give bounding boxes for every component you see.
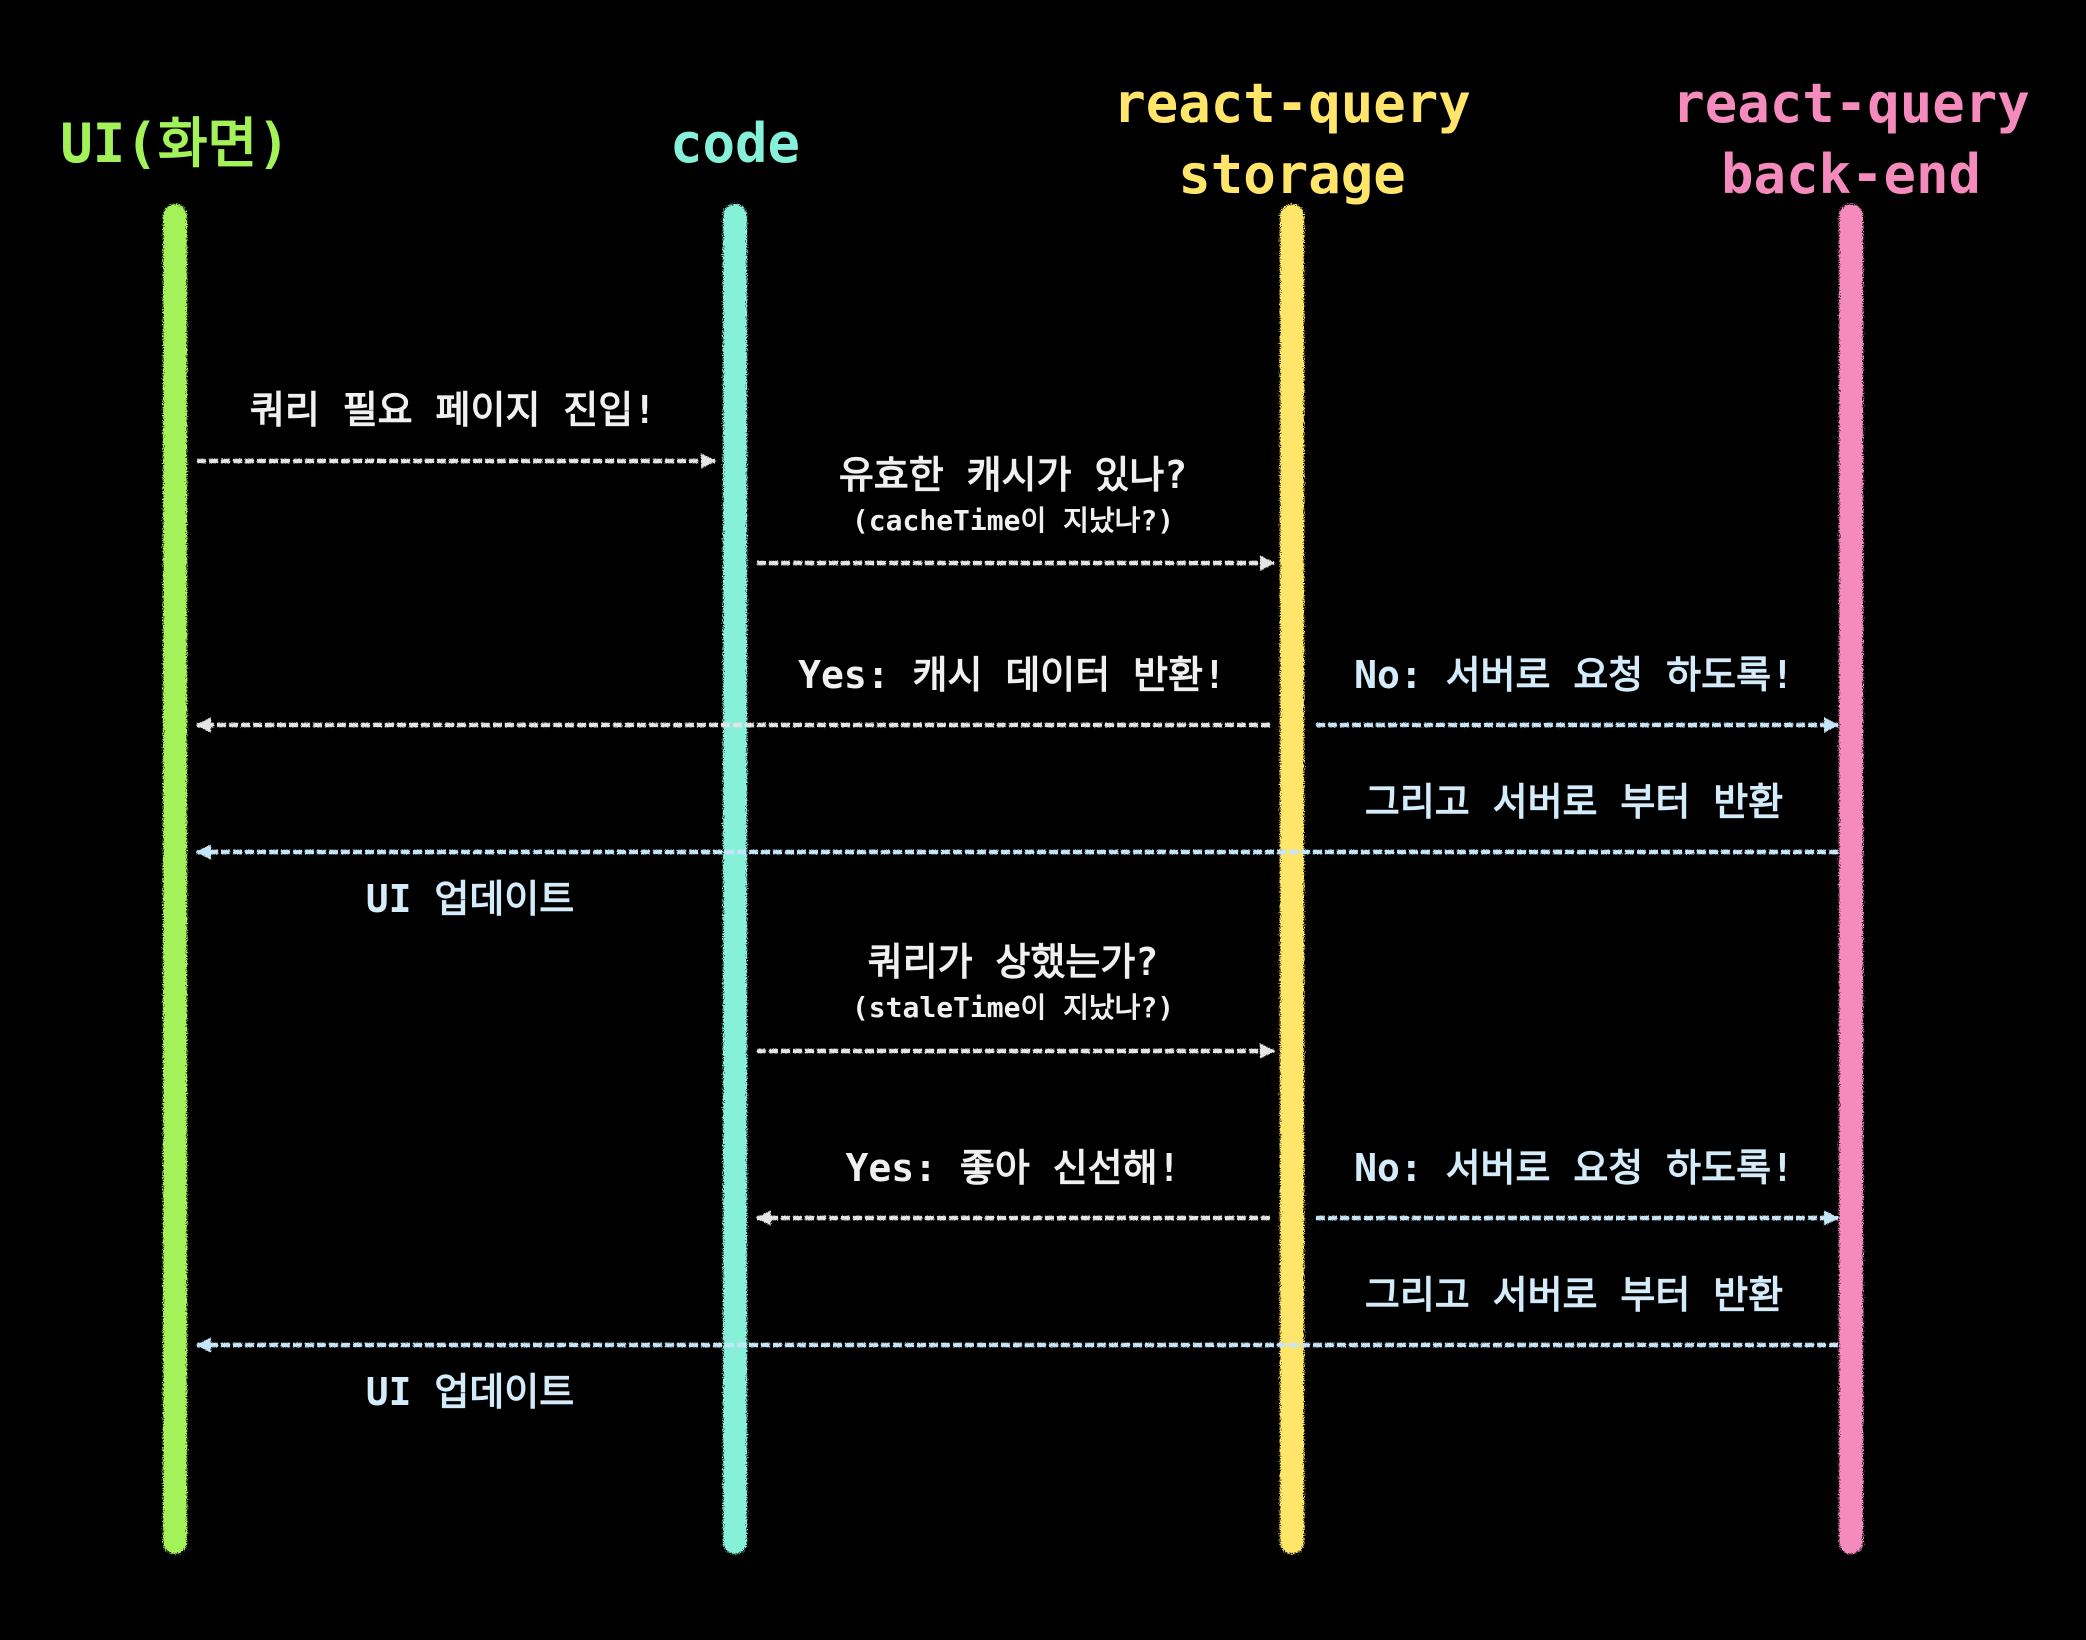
lane-title-backend-line2: back-end bbox=[1721, 143, 1981, 206]
lane-title-storage-line1: react-query bbox=[1113, 72, 1471, 135]
label-server-return-2: 그리고 서버로 부터 반환 bbox=[1365, 1273, 1783, 1317]
lane-title-backend-line1: react-query bbox=[1672, 72, 2030, 135]
label-request-server-2: No: 서버로 요청 하도록! bbox=[1354, 1146, 1794, 1190]
label-check-stale: 쿼리가 상했는가? bbox=[868, 940, 1158, 984]
label-server-return-1: 그리고 서버로 부터 반환 bbox=[1365, 780, 1783, 824]
label-ui-update-2: UI 업데이트 bbox=[366, 1370, 574, 1414]
lane-title-code: code bbox=[670, 112, 800, 175]
lane-title-ui: UI(화면) bbox=[60, 112, 289, 175]
label-ui-update-1: UI 업데이트 bbox=[366, 877, 574, 921]
label-check-cache-sub: (cacheTime이 지났나?) bbox=[852, 504, 1174, 537]
label-check-cache: 유효한 캐시가 있나? bbox=[839, 453, 1187, 497]
label-fresh: Yes: 좋아 신선해! bbox=[846, 1146, 1181, 1190]
label-return-cache: Yes: 캐시 데이터 반환! bbox=[798, 653, 1226, 697]
lane-title-storage-line2: storage bbox=[1178, 143, 1406, 206]
label-enter-page: 쿼리 필요 페이지 진입! bbox=[250, 388, 656, 432]
label-check-stale-sub: (staleTime이 지났나?) bbox=[852, 991, 1174, 1024]
label-request-server-1: No: 서버로 요청 하도록! bbox=[1354, 653, 1794, 697]
